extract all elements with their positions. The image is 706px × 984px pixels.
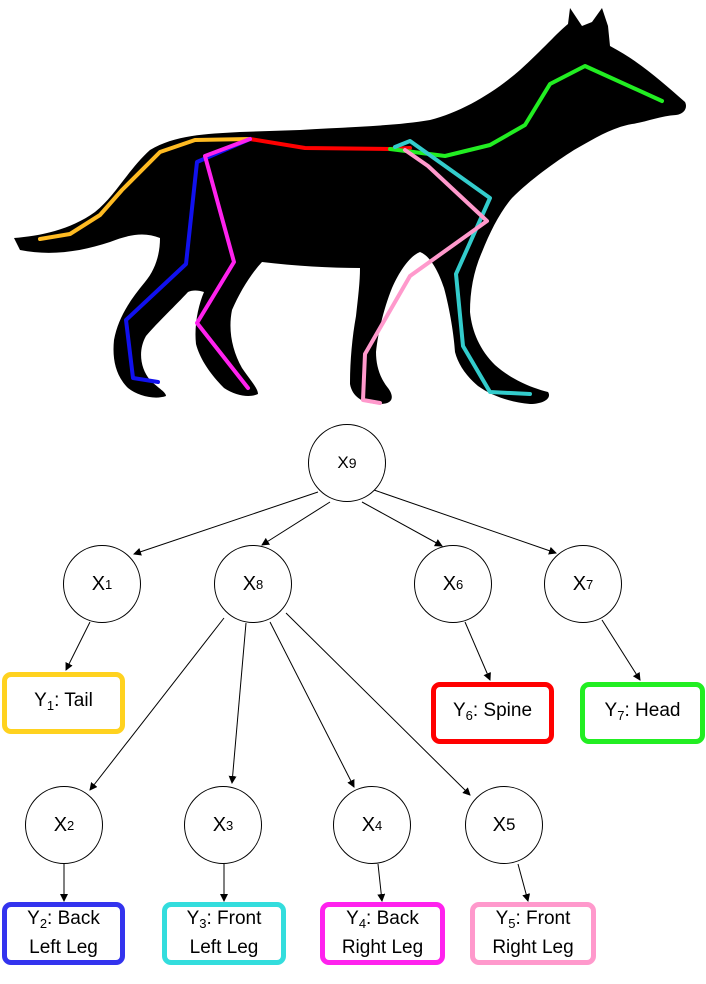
leaf-y4-subscript: 4 (358, 916, 367, 931)
leaf-y6-letter: Y (452, 699, 466, 721)
node-x8-letter: X (242, 572, 257, 595)
leaf-y1-tail: Y1: Tail (2, 672, 125, 734)
leaf-y5-label: : Front (515, 908, 571, 929)
leaf-y4-letter: Y (346, 908, 359, 929)
node-x7-letter: X (572, 572, 587, 595)
leaf-y4-text: Y4: Back Right Leg (342, 907, 423, 960)
leaf-y3-label-line2: Left Leg (189, 937, 259, 958)
leaf-y2-text: Y2: Back Left Leg (27, 907, 100, 960)
leaf-y1-text: Y1: Tail (34, 689, 93, 718)
node-x1-letter: X (91, 572, 106, 595)
leaf-y2-label-line2: Left Leg (29, 937, 98, 958)
edge-x1-y1 (65, 621, 91, 671)
edge-x5-y5 (517, 863, 531, 902)
front-left-leg-skeleton-line (393, 139, 532, 396)
back-right-leg-skeleton-line (195, 137, 252, 390)
edge-x4-y4 (377, 863, 386, 902)
node-x4-letter: X (361, 813, 376, 836)
leaf-y5-front-right-leg: Y5: Front Right Leg (470, 902, 596, 965)
edge-x9-x6 (361, 501, 443, 547)
leaf-y5-text: Y5: Front Right Leg (492, 907, 573, 960)
leaf-y5-label-line2: Right Leg (492, 937, 574, 958)
leaf-y3-text: Y3: Front Left Leg (187, 907, 262, 960)
leaf-y6-subscript: 6 (465, 707, 473, 723)
leaf-y4-back-right-leg: Y4: Back Right Leg (320, 902, 445, 965)
edge-x9-x1 (133, 491, 319, 556)
leaf-y6-spine: Y6: Spine (431, 682, 554, 744)
dog-silhouette (14, 8, 686, 404)
leaf-y5-letter: Y (495, 908, 509, 929)
leaf-y2-subscript: 2 (39, 916, 48, 931)
leaf-y3-front-left-leg: Y3: Front Left Leg (162, 902, 286, 965)
leaf-y2-letter: Y (27, 908, 40, 929)
leaf-y3-subscript: 3 (199, 916, 207, 931)
leaf-y1-letter: Y (34, 689, 47, 711)
node-x1-subscript: 1 (105, 576, 113, 592)
node-x7-subscript: 7 (586, 576, 594, 592)
node-x9-subscript: 9 (348, 455, 357, 471)
node-x6-letter: X (442, 572, 457, 595)
head-skeleton-line (388, 64, 664, 158)
edge-x9-x7 (373, 489, 557, 555)
leaf-y7-head: Y7: Head (580, 682, 705, 744)
leaf-y7-letter: Y (604, 699, 618, 721)
node-x2-letter: X (53, 813, 68, 836)
leaf-y7-subscript: 7 (617, 707, 625, 723)
edge-x8-x4 (269, 621, 355, 788)
leaf-y7-text: Y7: Head (605, 699, 681, 728)
tail-skeleton-line (38, 137, 252, 241)
node-x3-subscript: 3 (226, 817, 234, 833)
leaf-y4-label-line2: Right Leg (341, 937, 424, 958)
leaf-y4-label: : Back (366, 908, 419, 929)
leaf-y1-subscript: 1 (46, 697, 55, 713)
node-x8-subscript: 8 (256, 576, 264, 592)
node-x4-subscript: 4 (375, 817, 383, 833)
node-x9-letter: X (337, 453, 349, 472)
edge-x8-x5 (285, 612, 471, 796)
edge-x9-x8 (261, 501, 331, 546)
leaf-y6-label: : Spine (472, 699, 533, 721)
leaf-y1-label: : Tail (54, 689, 93, 711)
leaf-y3-letter: Y (186, 908, 200, 929)
edge-x8-x3 (228, 622, 247, 784)
edge-x8-x2 (89, 617, 225, 791)
front-right-leg-skeleton-line (361, 148, 489, 405)
leaf-y3-label: : Front (206, 908, 262, 929)
leaf-y2-back-left-leg: Y2: Back Left Leg (2, 902, 125, 965)
edge-x6-y6 (464, 621, 491, 681)
node-x5-subscript: 5 (505, 815, 516, 834)
dog-skeleton-illustration (14, 8, 686, 405)
node-x5-letter: X (492, 813, 506, 836)
leaf-y7-label: : Head (624, 699, 681, 721)
edge-x7-y7 (601, 619, 641, 681)
leaf-y5-subscript: 5 (508, 916, 516, 931)
leaf-y2-label: : Back (47, 908, 100, 929)
node-x2-subscript: 2 (67, 817, 75, 833)
node-x6-subscript: 6 (456, 576, 464, 592)
leaf-y6-text: Y6: Spine (453, 699, 532, 728)
node-x3-letter: X (212, 813, 227, 836)
